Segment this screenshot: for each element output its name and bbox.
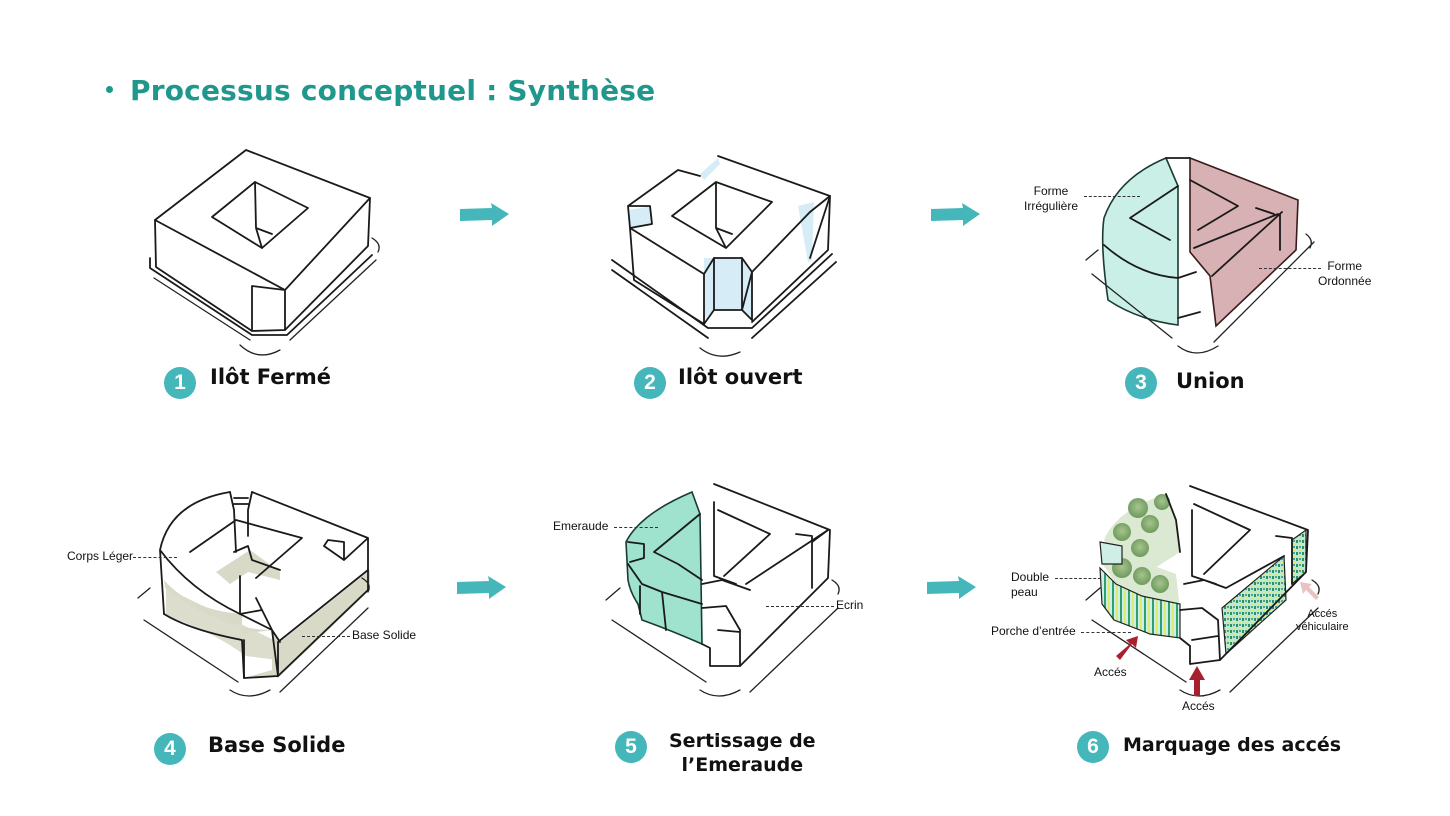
leader-line (133, 557, 177, 558)
sketch-ilot-ouvert (611, 155, 837, 357)
tree-icons (1112, 494, 1170, 593)
annotation-acces-vehiculaire: Accés véhiculaire (1296, 608, 1349, 634)
step-number-badge: 1 (164, 367, 196, 399)
annotation-forme-irreguliere: Forme Irrégulière (1024, 184, 1078, 214)
step-label: Union (1176, 369, 1245, 393)
step-4: 4 Base Solide (154, 733, 345, 765)
annotation-ecrin: Ecrin (836, 598, 864, 612)
step-label: Ilôt ouvert (678, 365, 803, 389)
sketch-sertissage (605, 483, 840, 697)
annotation-acces: Accés (1094, 665, 1127, 679)
step-number-badge: 5 (615, 731, 647, 763)
annotation-line: Forme (1033, 184, 1069, 198)
page-title-text: Processus conceptuel : Synthèse (130, 74, 656, 107)
annotation-line: Double (1011, 570, 1050, 584)
step-label: Marquage des accés (1123, 734, 1342, 756)
annotation-line: peau (1011, 585, 1038, 599)
annotation-emeraude: Emeraude (553, 519, 609, 533)
sketch-union (1085, 156, 1315, 354)
annotation-base-solide: Base Solide (352, 628, 417, 642)
access-arrow-icon (1116, 636, 1138, 660)
annotation-acces: Accés (1182, 699, 1215, 713)
annotation-line: véhiculaire (1296, 621, 1349, 633)
leader-line (1084, 196, 1140, 197)
right-arrow-icon (931, 203, 980, 226)
step-label-line: Sertissage de (669, 730, 816, 752)
annotation-line: Accés (1307, 608, 1338, 620)
right-arrow-icon (460, 203, 509, 226)
access-arrow-icon (1189, 666, 1205, 696)
right-arrow-icon (457, 576, 506, 599)
step-6: 6 Marquage des accés (1077, 731, 1341, 763)
step-2: 2 Ilôt ouvert (634, 365, 803, 399)
leader-line (1055, 578, 1101, 579)
leader-line (1081, 632, 1131, 633)
page-title: Processus conceptuel : Synthèse (106, 74, 655, 107)
step-number-badge: 4 (154, 733, 186, 765)
right-arrow-icon (927, 576, 976, 599)
bullet-icon (106, 85, 113, 93)
leader-line (766, 606, 834, 607)
step-number-badge: 2 (634, 367, 666, 399)
step-label: Ilôt Fermé (210, 365, 332, 389)
leader-line (614, 527, 658, 528)
annotation-line: Ordonnée (1318, 274, 1372, 288)
step-number-badge: 3 (1125, 367, 1157, 399)
leader-line (302, 636, 350, 637)
vehicle-access-arrow-icon (1300, 582, 1319, 600)
annotation-forme-ordonnee: Forme Ordonnée (1318, 259, 1371, 289)
step-5: 5 Sertissage de l’Emeraude (615, 729, 816, 777)
annotation-line: Forme (1327, 259, 1363, 273)
step-label-line: l’Emeraude (681, 754, 804, 776)
step-number-badge: 6 (1077, 731, 1109, 763)
annotation-porche-entree: Porche d’entrée (991, 624, 1076, 638)
annotation-corps-leger: Corps Léger (67, 549, 134, 563)
step-label: Sertissage de l’Emeraude (669, 729, 816, 777)
sketch-ilot-ferme (149, 149, 380, 356)
sketch-base-solide (137, 491, 370, 697)
annotation-line: Irrégulière (1024, 199, 1079, 213)
leader-line (1259, 268, 1321, 269)
sketch-marquage-acces (1085, 485, 1320, 697)
step-3: 3 Union (1125, 367, 1245, 399)
step-1: 1 Ilôt Fermé (164, 365, 332, 399)
annotation-double-peau: Double peau (1011, 570, 1049, 600)
step-label: Base Solide (208, 733, 346, 757)
